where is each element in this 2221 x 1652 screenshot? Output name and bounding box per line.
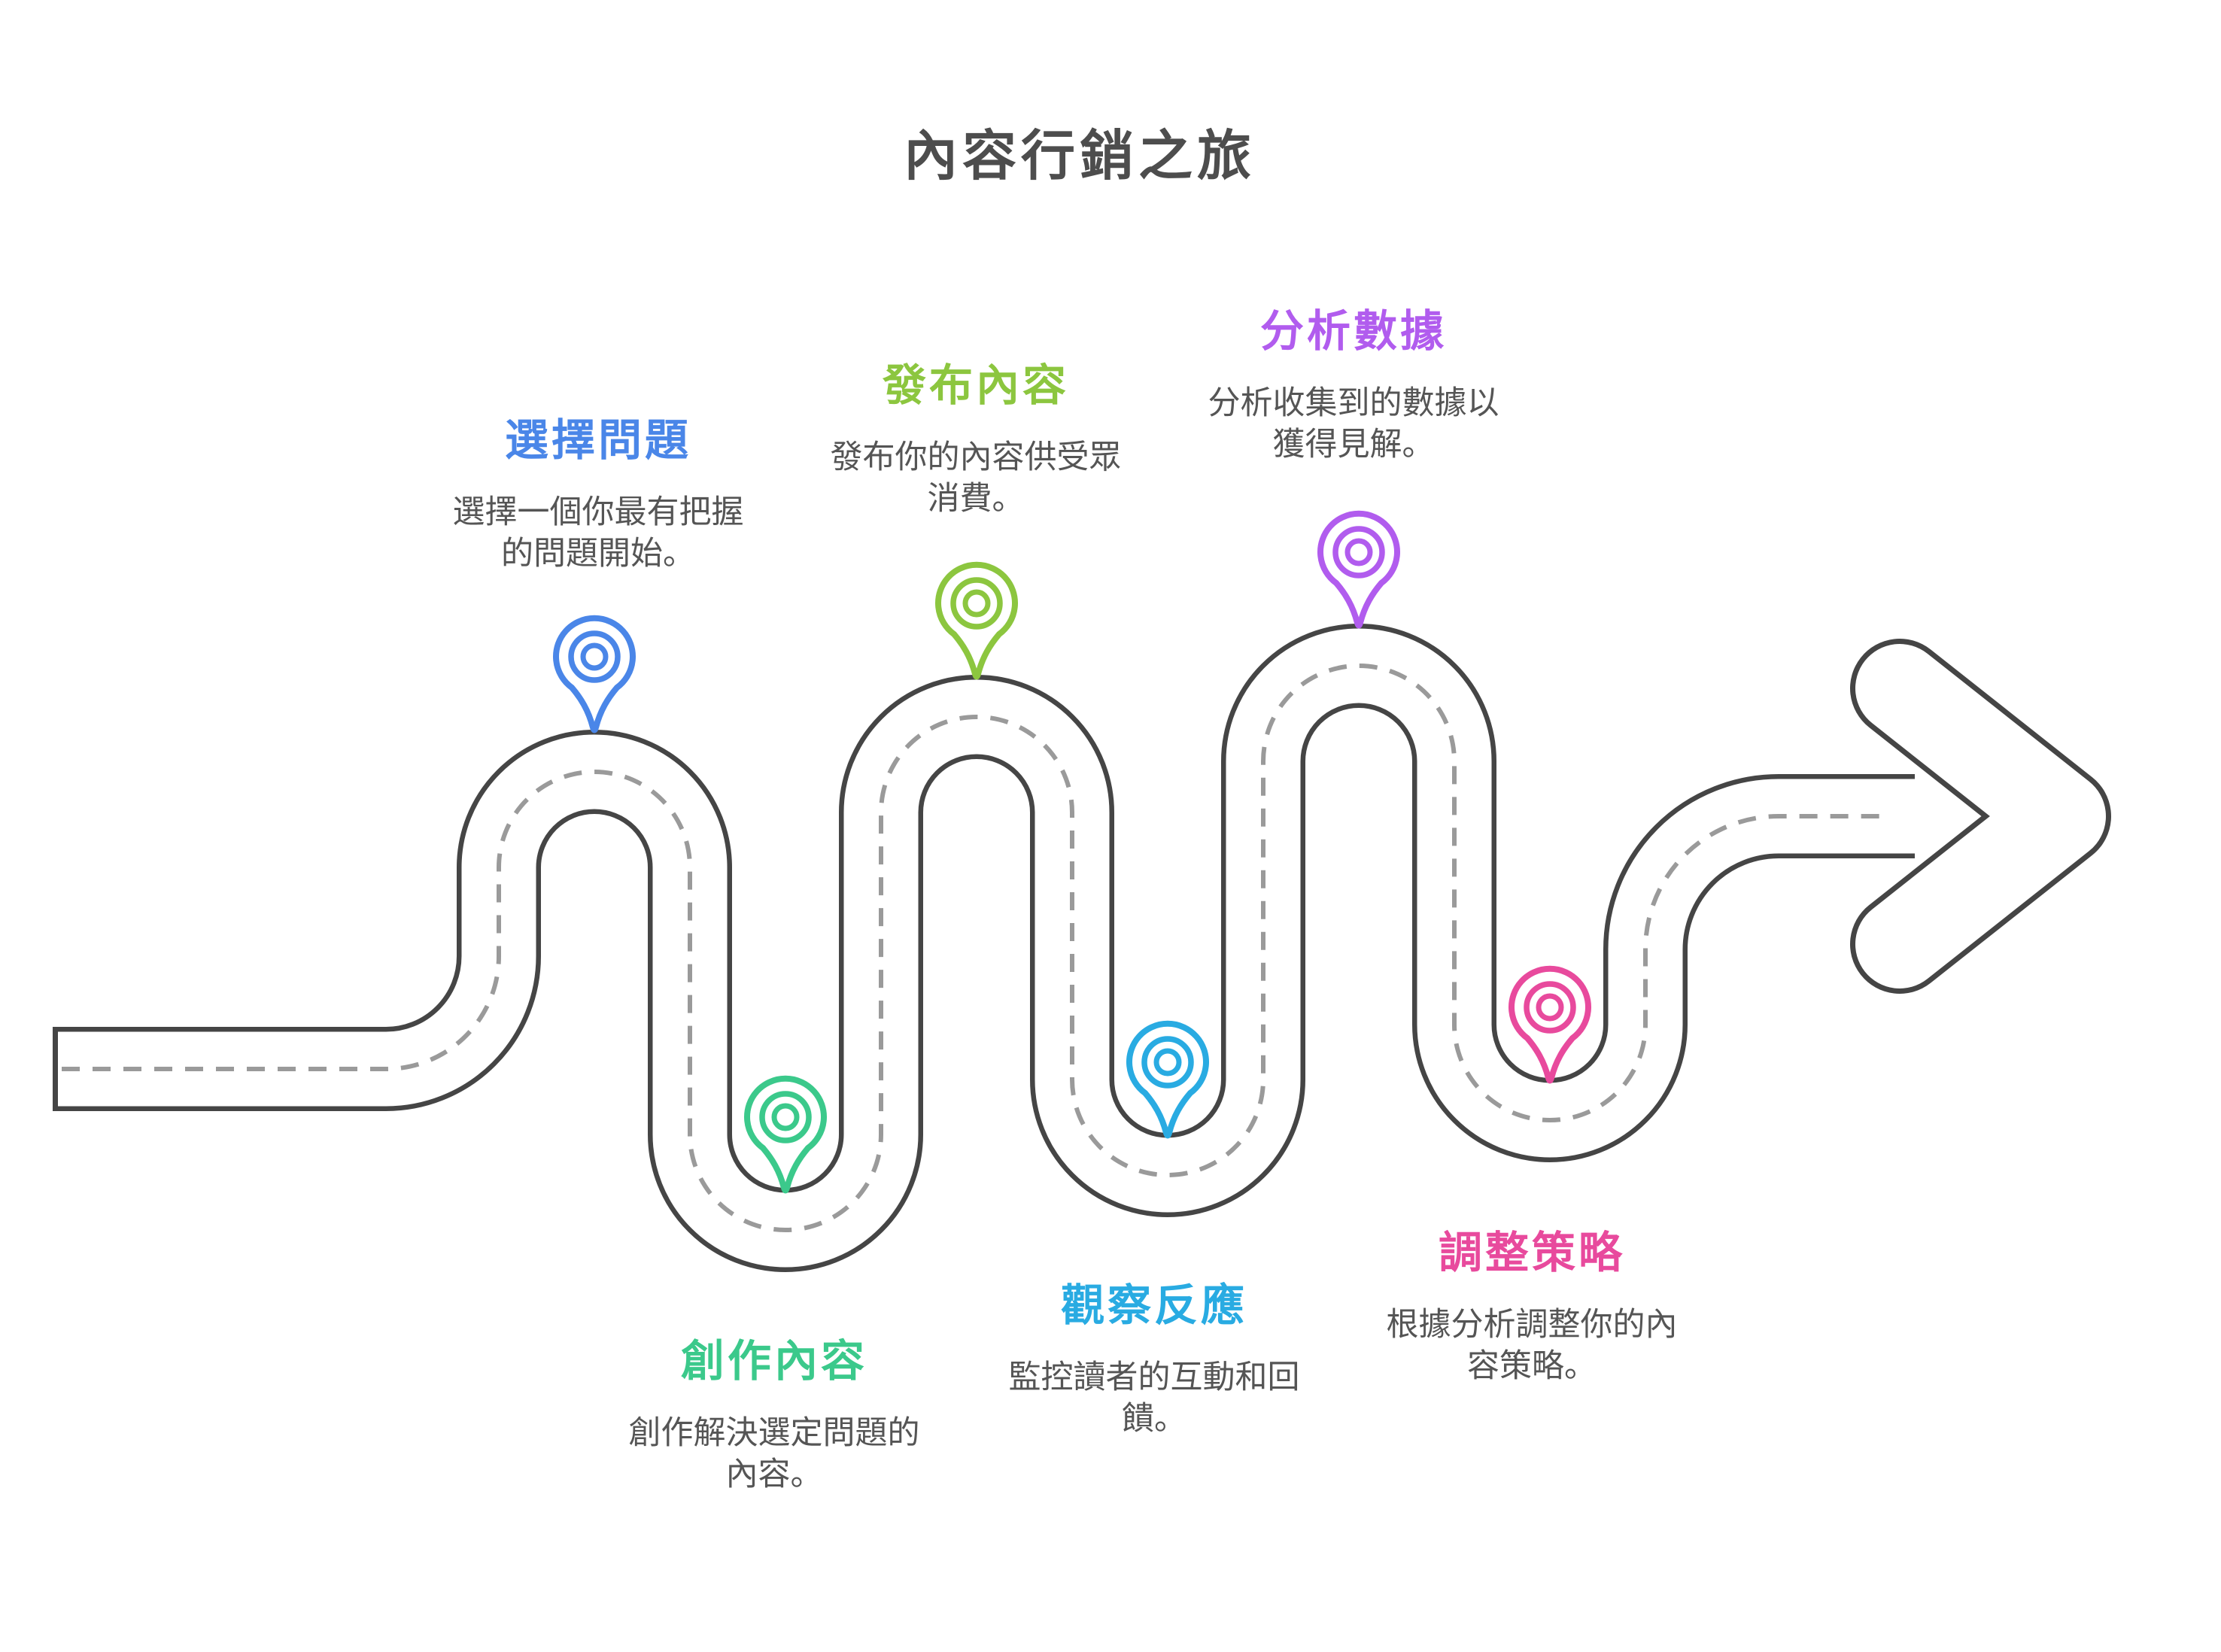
road-centerline [62, 664, 1887, 1232]
stage-title: 選擇問題 [504, 416, 691, 465]
map-pin-icon-step5 [1314, 510, 1404, 634]
stage-label-create-content: 創作內容 創作解決選定問題的 內容。 [541, 1326, 1007, 1496]
map-pin-icon-step2 [740, 1075, 831, 1199]
road-path [53, 624, 1915, 1272]
stage-title: 發布內容 [882, 361, 1069, 410]
stage-title: 分析數據 [1259, 307, 1447, 356]
stage-label-observe-reaction: 觀察反應 監控讀者的互動和回 饋。 [921, 1270, 1387, 1440]
stage-description: 根據分析調整你的內 容策略。 [1386, 1307, 1678, 1384]
map-pin-icon-step4 [1123, 1020, 1213, 1144]
stage-title: 創作內容 [680, 1337, 867, 1386]
stage-description: 創作解決選定問題的 內容。 [628, 1415, 920, 1493]
road-arrow-icon [1850, 639, 2111, 994]
stage-title: 觀察反應 [1060, 1281, 1247, 1330]
stage-label-adjust-strategy: 調整策略 根據分析調整你的內 容策略。 [1299, 1217, 1765, 1387]
map-pin-icon-step6 [1505, 965, 1595, 1089]
stage-label-publish-content: 發布內容 發布你的內容供受眾 消費。 [743, 350, 1209, 520]
stage-label-choose-problem: 選擇問題 選擇一個你最有把握 的問題開始。 [365, 405, 831, 575]
map-pin-icon-step3 [931, 561, 1022, 685]
page-title: 內容行銷之旅 [903, 126, 1256, 187]
stage-description: 選擇一個你最有把握 的問題開始。 [452, 494, 744, 572]
stage-description: 監控讀者的互動和回 饋。 [1008, 1359, 1300, 1437]
stage-description: 分析收集到的數據以 獲得見解。 [1208, 385, 1499, 463]
map-pin-icon-step1 [549, 615, 640, 739]
stage-label-analyze-data: 分析數據 分析收集到的數據以 獲得見解。 [1120, 296, 1587, 466]
stage-title: 調整策略 [1438, 1228, 1625, 1277]
stage-description: 發布你的內容供受眾 消費。 [830, 439, 1122, 517]
